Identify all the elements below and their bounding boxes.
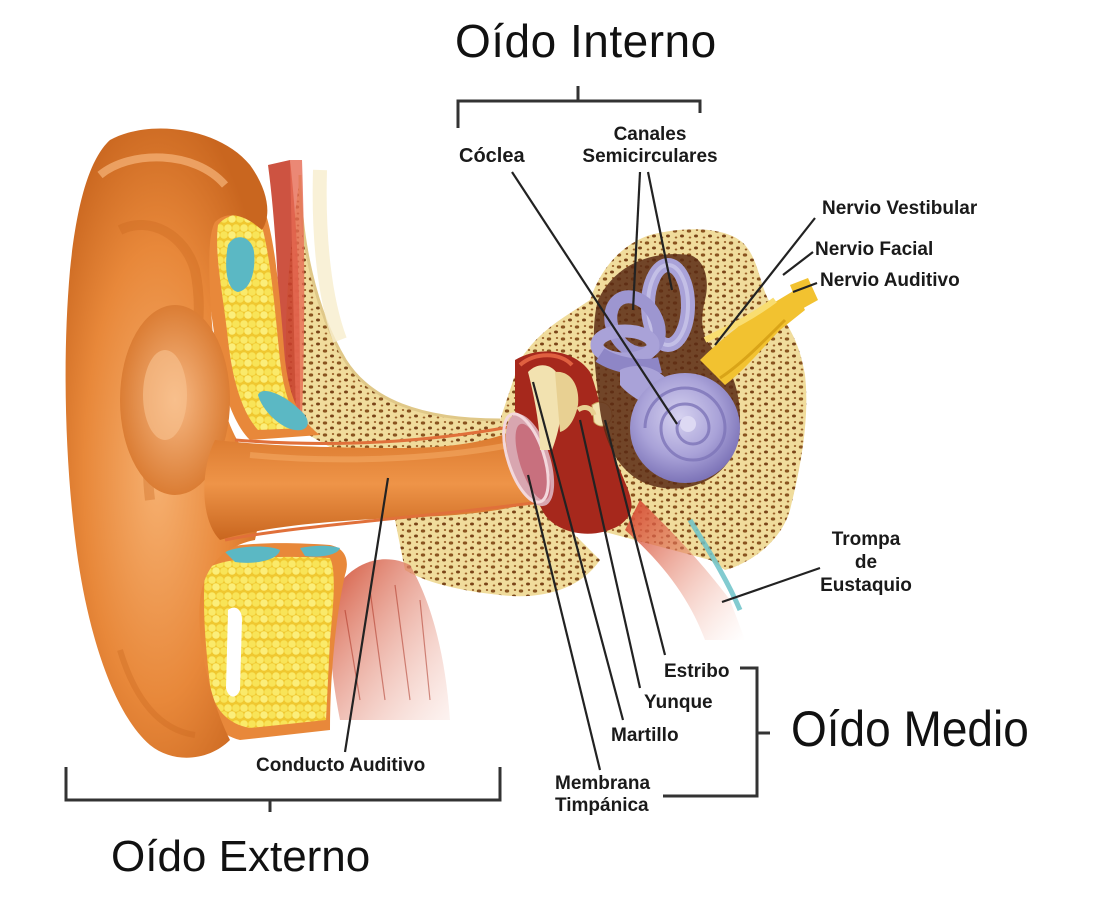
label-trompa-line3: Eustaquio [820, 575, 912, 596]
cochlea [620, 366, 740, 483]
leader-yunque [578, 419, 642, 689]
label-canales-line2: Semicirculares [582, 146, 718, 167]
leader-conducto [343, 477, 390, 753]
leader-lines [343, 171, 821, 771]
label-membrana-line2: Timpánica [555, 795, 649, 816]
leader-coclea [511, 171, 678, 425]
cochlear-vestibular-nerves [700, 278, 818, 385]
leader-trompa [721, 566, 821, 604]
leader-membrana [526, 474, 602, 771]
label-trompa-line2: de [854, 552, 878, 573]
ossicles [528, 365, 613, 450]
ear-canal [204, 423, 541, 542]
leader-nervio-facial [782, 251, 814, 276]
title-oido-medio: Oído Medio [791, 701, 1029, 757]
label-canales-line1: Canales [613, 124, 687, 145]
label-canales-semicirculares: Canales Semicirculares [570, 124, 730, 168]
upper-fat-tissue [203, 199, 320, 440]
section-brackets [64, 86, 770, 812]
eustachian-tube [625, 500, 745, 640]
label-membrana-timpanica: Membrana Timpánica [555, 773, 650, 817]
label-martillo: Martillo [611, 725, 679, 746]
pinna [65, 128, 271, 758]
leader-canales-right [646, 171, 674, 291]
label-yunque: Yunque [644, 692, 713, 713]
muscle-strips [268, 160, 450, 720]
label-nervio-facial: Nervio Facial [815, 239, 934, 260]
label-nervio-auditivo: Nervio Auditivo [820, 270, 960, 291]
label-trompa-line1: Trompa [831, 529, 901, 550]
eardrum [502, 412, 555, 507]
leader-canales-left [631, 171, 642, 311]
bracket-oido-medio [663, 666, 770, 798]
lower-fat-tissue [193, 543, 347, 740]
title-oido-externo: Oído Externo [111, 832, 371, 881]
leader-nervio-auditivo [792, 281, 818, 294]
label-trompa-de-eustaquio: Trompa de Eustaquio [806, 528, 926, 597]
leader-nervio-vestibular [714, 217, 816, 346]
title-oido-interno: Oído Interno [455, 15, 717, 67]
bracket-oido-interno [456, 86, 702, 128]
leader-estribo [603, 419, 667, 656]
label-membrana-line1: Membrana [555, 773, 651, 794]
leader-martillo [531, 381, 625, 721]
label-estribo: Estribo [664, 661, 730, 682]
bracket-oido-externo [64, 767, 502, 812]
label-coclea: Cóclea [459, 145, 525, 167]
label-nervio-vestibular: Nervio Vestibular [822, 198, 978, 219]
label-conducto-auditivo: Conducto Auditivo [256, 755, 426, 776]
